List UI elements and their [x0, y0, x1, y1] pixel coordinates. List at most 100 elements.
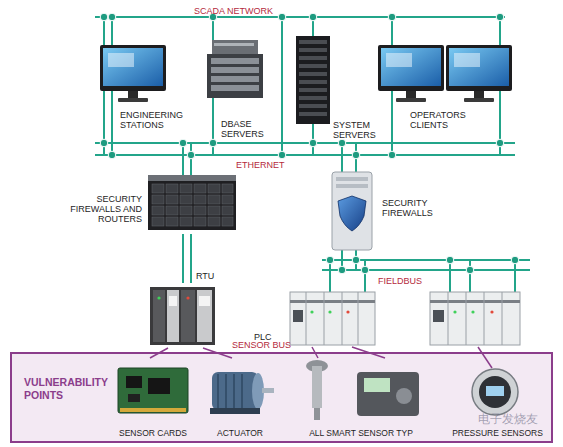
plc-device [453, 310, 456, 313]
junction-dots [446, 256, 454, 264]
plc-device [310, 310, 313, 313]
junction-dots [326, 256, 334, 264]
smart-sensor [312, 366, 322, 408]
workstation-monitor [100, 45, 512, 102]
junction-dots [361, 266, 369, 274]
network-wires [322, 269, 530, 271]
plc-device [293, 310, 303, 322]
item-caption: PRESSURE SENSORS [450, 428, 545, 438]
plc-device [490, 310, 493, 313]
device-label: SECURITY FIREWALLS [382, 198, 440, 218]
network-wires [322, 259, 530, 261]
database-server [211, 85, 259, 91]
art-shape [152, 195, 164, 204]
plc-device [466, 292, 467, 345]
device-node: RTU [148, 283, 218, 348]
system-server-tower [296, 36, 330, 124]
system-server-tower [299, 96, 327, 100]
device-node: ENGINEERING STATIONS [98, 40, 203, 132]
art-shape [180, 206, 192, 215]
database-server [207, 40, 263, 98]
junction-dots [108, 13, 116, 21]
sensor-card [118, 368, 188, 413]
device-node: SECURITY FIREWALLS [328, 172, 433, 254]
firewall-server [332, 172, 372, 250]
rtu-device [153, 290, 165, 342]
art-shape [194, 184, 206, 193]
art-shape [166, 195, 178, 204]
system-server-tower [299, 48, 327, 52]
junction-dots [352, 151, 360, 159]
plc-device [430, 300, 520, 303]
art-shape [152, 184, 233, 226]
system-server-tower [299, 88, 327, 92]
plc-device [346, 310, 349, 313]
art-shape [180, 184, 192, 193]
rtu-device [167, 290, 179, 342]
junction-dots [352, 256, 360, 264]
smart-sensor [306, 360, 328, 372]
network-wires [95, 17, 530, 292]
system-server-tower [299, 80, 327, 84]
junction-dots [309, 139, 317, 147]
rtu-device [186, 296, 189, 299]
network-wires [341, 143, 343, 174]
rtu-device [181, 290, 195, 342]
database-server [212, 40, 258, 54]
pressure-sensor [486, 386, 504, 396]
device-label: OPERATORS CLIENTS [410, 110, 482, 130]
device-node: PRESSURE SENSORS [450, 358, 545, 440]
rtu-device [199, 296, 210, 306]
item-caption: ALL SMART SENSOR TYP [296, 428, 426, 438]
connector-line [312, 347, 385, 358]
smart-sensor [364, 378, 390, 392]
junction-dots [309, 13, 317, 21]
device-label: ENGINEERING STATIONS [120, 110, 202, 130]
rtu-device [150, 287, 215, 345]
actuator-motor [262, 388, 274, 393]
system-server-tower [299, 104, 327, 108]
junction-dots [511, 256, 519, 264]
actuator-motor [241, 374, 243, 408]
art-shape [222, 217, 233, 226]
smart-sensor [396, 388, 412, 404]
firewall-server [332, 172, 372, 250]
junction-dots [100, 13, 108, 21]
vulnerability-zone: VULNERABILITY POINTSSENSOR CARDSACTUATOR… [10, 352, 553, 443]
plc-device [290, 300, 375, 303]
device-label: PLC [254, 332, 284, 342]
junction-dots [100, 139, 108, 147]
art-shape [222, 206, 233, 215]
plc-device [471, 310, 474, 313]
junction-dots [338, 266, 346, 274]
art-shape [194, 195, 206, 204]
art-shape [152, 206, 164, 215]
art-shape [208, 195, 220, 204]
network-wires [281, 17, 283, 155]
connector-line [150, 348, 168, 358]
smart-sensor [314, 408, 320, 420]
rtu-device [169, 296, 177, 306]
sensor-card [118, 368, 188, 413]
plc-device [306, 292, 307, 345]
connector-line [203, 348, 232, 358]
art-shape [208, 206, 220, 215]
device-node: ALL SMART SENSOR TYP [296, 358, 426, 440]
network-label: SCADA NETWORK [194, 6, 273, 16]
actuator-motor [210, 408, 260, 414]
plc-device [324, 292, 325, 345]
plc-device [328, 310, 331, 313]
art-shape [208, 184, 220, 193]
device-node: SENSOR CARDS [112, 358, 194, 440]
network-wires [312, 17, 314, 155]
junction-dots [496, 139, 504, 147]
plc-device [342, 292, 343, 345]
database-server [211, 67, 259, 73]
network-wires [364, 260, 366, 292]
actuator-motor [217, 374, 219, 408]
network-wires [499, 17, 501, 155]
device-node: SYSTEM SERVERS [292, 30, 378, 142]
database-server [214, 43, 254, 46]
plc-device [358, 292, 359, 345]
connector-line [183, 234, 191, 283]
